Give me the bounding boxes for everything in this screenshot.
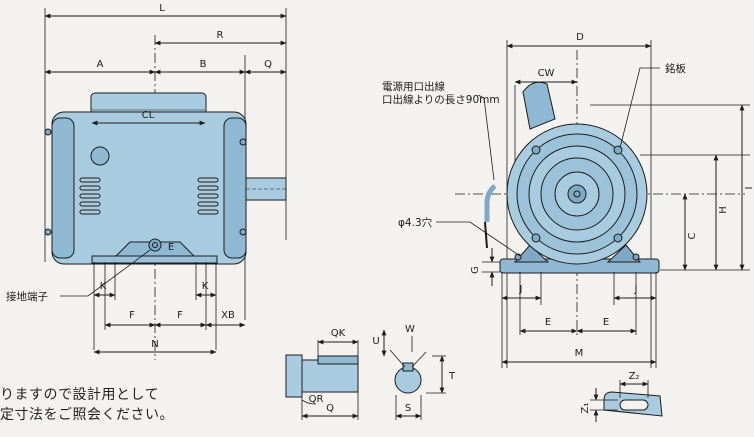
- dim-U: U: [372, 336, 379, 347]
- dim-E-right: E: [603, 317, 609, 328]
- motor-body-side: [44, 92, 287, 265]
- shaft-detail: [285, 329, 446, 420]
- side-view: [44, 8, 287, 360]
- dim-L: L: [159, 3, 165, 14]
- dim-W: W: [405, 324, 415, 335]
- dim-CW: CW: [538, 68, 555, 79]
- lead-outlet-label-1: 電源用口出線: [382, 80, 445, 93]
- dim-S: S: [405, 403, 411, 414]
- motor-body-front: [484, 81, 660, 274]
- dim-M: M: [575, 348, 584, 359]
- lead-outlet-label-2: 口出線よりの長さ90mm: [382, 93, 500, 106]
- dim-N: N: [151, 339, 158, 350]
- dim-E-terminal: E: [168, 242, 174, 253]
- nameplate-label: 銘板: [665, 62, 686, 75]
- hole-label: φ4.3穴: [398, 216, 433, 229]
- dim-Q: Q: [264, 59, 272, 70]
- ground-terminal-label: 接地端子: [6, 290, 48, 303]
- dim-I: I: [744, 187, 754, 190]
- note-line-2: 定寸法をご照会ください。: [0, 407, 174, 423]
- dim-R: R: [217, 30, 224, 41]
- dim-D: D: [576, 32, 584, 43]
- dim-B: B: [200, 59, 207, 70]
- dim-QR: QR: [309, 394, 324, 405]
- dim-CL: CL: [142, 110, 155, 121]
- dim-J-left: J: [519, 284, 523, 295]
- foot-slot-labels: Z₂ Z₁: [580, 371, 639, 413]
- dim-J-right: J: [634, 284, 638, 295]
- dim-T: T: [448, 371, 456, 382]
- dim-K-left: K: [100, 281, 107, 292]
- dim-H: H: [718, 206, 729, 214]
- front-view: [436, 40, 750, 368]
- note-line-1: りますので設計用として: [0, 387, 160, 403]
- dim-F-left: F: [129, 310, 135, 321]
- dim-E-left: E: [545, 317, 551, 328]
- dim-A: A: [97, 59, 104, 70]
- dim-K-right: K: [202, 281, 209, 292]
- foot-slot-detail: [590, 380, 663, 422]
- front-view-labels: D CW C H I G J J E E M 電源用口出線 口出線よりの長さ90…: [382, 32, 754, 359]
- dim-G: G: [470, 266, 481, 274]
- dim-C: C: [687, 232, 698, 239]
- dim-Z2: Z₂: [629, 371, 640, 382]
- dim-Z1: Z₁: [580, 403, 591, 414]
- side-view-labels: L R A B Q CL E K K F F XB N 接地端子: [6, 3, 272, 350]
- dim-F-right: F: [177, 310, 183, 321]
- dim-XB: XB: [221, 310, 235, 321]
- dim-Q-shaft: Q: [326, 403, 334, 414]
- shaft-labels: QK QR Q U W T S: [309, 324, 456, 414]
- dim-QK: QK: [331, 328, 346, 339]
